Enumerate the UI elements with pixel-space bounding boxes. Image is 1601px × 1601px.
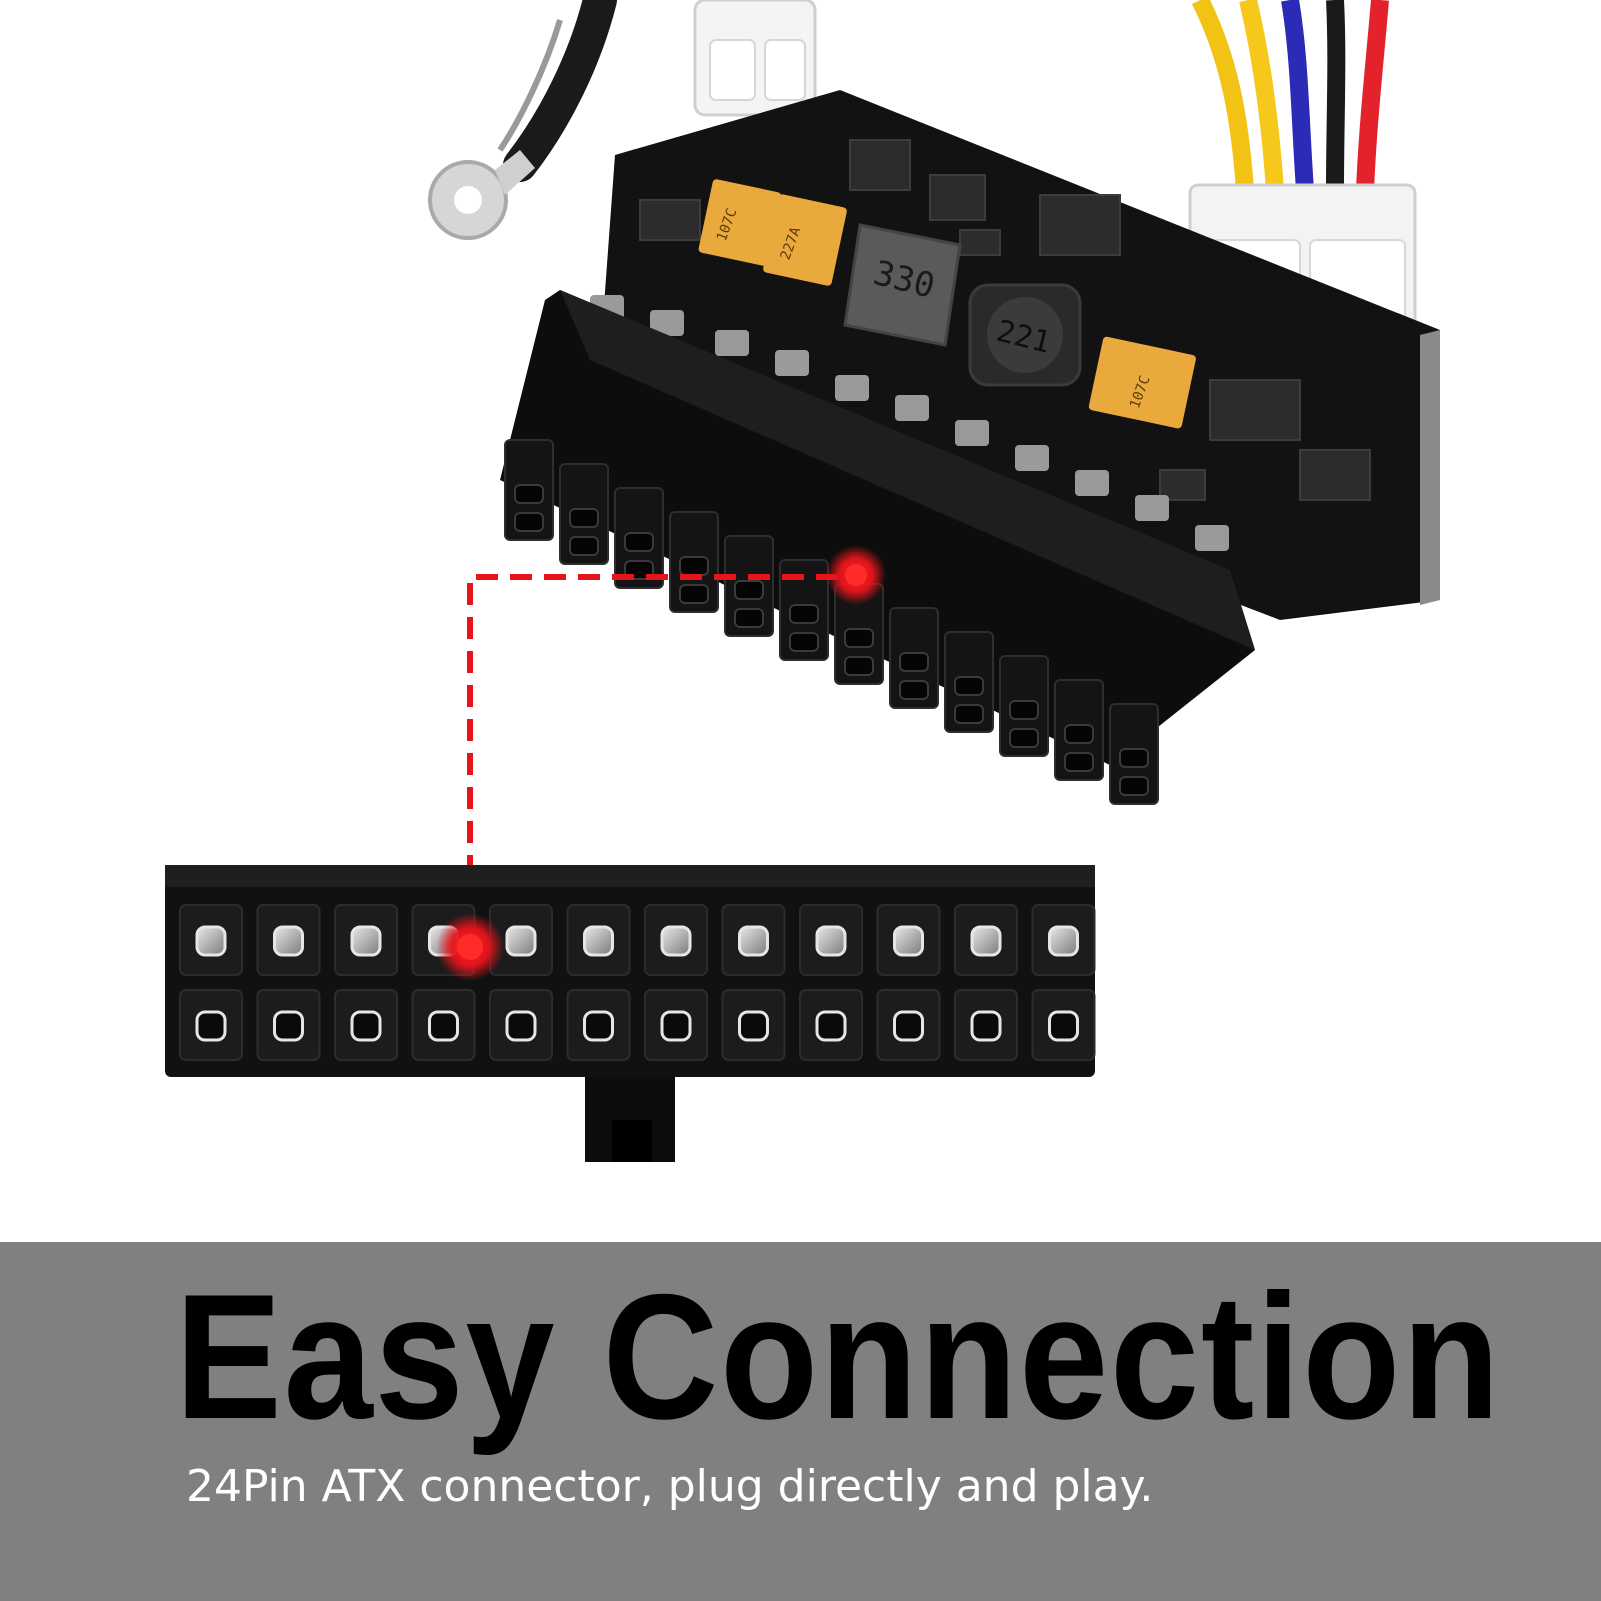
- front-pin-hole: [273, 925, 304, 957]
- pin-highlight-dot-bottom: [436, 913, 504, 981]
- front-pin-hole: [893, 1010, 924, 1042]
- ring-terminal-icon: [428, 150, 535, 240]
- header-pin-hole: [899, 652, 929, 672]
- front-pin-hole: [970, 1010, 1002, 1042]
- front-pin-hole: [505, 925, 537, 957]
- front-pin-hole: [583, 925, 614, 957]
- front-pin-hole: [738, 1010, 769, 1042]
- front-pin-hole: [738, 925, 769, 957]
- header-pin-hole: [954, 676, 984, 696]
- header-pin-hole: [789, 632, 819, 652]
- front-pin-hole: [1048, 925, 1079, 957]
- header-pin-hole: [569, 508, 599, 528]
- header-pin-hole: [1119, 776, 1149, 796]
- header-pin-hole: [514, 512, 544, 532]
- front-pin-grid: [179, 904, 1096, 1061]
- front-pin-hole: [428, 1010, 459, 1042]
- front-pin-hole: [350, 925, 382, 957]
- front-pin-hole: [583, 1010, 614, 1042]
- header-pin-hole: [679, 584, 709, 604]
- front-pin-hole: [815, 925, 847, 957]
- front-pin-hole: [350, 1010, 382, 1042]
- front-pin-hole: [1048, 1010, 1079, 1042]
- front-pin-hole: [815, 1010, 847, 1042]
- capacitor-1: 107C: [698, 179, 782, 266]
- dashed-guide-line: [467, 574, 838, 925]
- top-white-connector: [693, 0, 817, 117]
- header-pin-hole: [569, 536, 599, 556]
- header-pin-hole: [1009, 728, 1039, 748]
- caption-banner: [0, 1242, 1601, 1601]
- header-pin-hole: [514, 484, 544, 504]
- front-pin-hole: [893, 925, 924, 957]
- header-pin-hole: [624, 532, 654, 552]
- header-pin-hole: [789, 604, 819, 624]
- subline: 24Pin ATX connector, plug directly and p…: [186, 1461, 1154, 1512]
- front-pin-hole: [660, 925, 692, 957]
- header-pin-hole: [679, 556, 709, 576]
- product-illustration: 107C 227A 107C 330 221: [165, 0, 1440, 1162]
- capacitor-2: 227A: [763, 194, 847, 286]
- inductor-2: 221: [968, 283, 1082, 387]
- header-pin-hole: [844, 628, 874, 648]
- front-pin-hole: [195, 1010, 227, 1042]
- header-pin-hole: [1064, 752, 1094, 772]
- board-24pin-header: [500, 290, 1255, 805]
- front-24pin-connector: [165, 865, 1096, 1162]
- pin-highlight-dot-top: [826, 545, 886, 605]
- front-pin-hole: [505, 1010, 537, 1042]
- pcb-board: 107C 227A 107C 330 221: [590, 90, 1440, 620]
- header-pin-hole: [1064, 724, 1094, 744]
- capacitor-3: 107C: [1088, 336, 1196, 429]
- header-pin-hole: [1119, 748, 1149, 768]
- front-pin-hole: [970, 925, 1002, 957]
- header-pin-hole: [734, 608, 764, 628]
- inductor-1: 330: [843, 223, 962, 347]
- front-pin-hole: [273, 1010, 304, 1042]
- header-pin-hole: [954, 704, 984, 724]
- headline: Easy Connection: [175, 1257, 1502, 1456]
- ring-terminal-cable: [428, 0, 617, 240]
- header-pin-hole: [1009, 700, 1039, 720]
- header-pin-hole: [734, 580, 764, 600]
- header-pin-hole: [899, 680, 929, 700]
- header-pin-hole: [844, 656, 874, 676]
- front-pin-hole: [660, 1010, 692, 1042]
- power-wires: [1191, 0, 1389, 191]
- header-pin-columns: [504, 439, 1159, 805]
- front-pin-hole: [195, 925, 227, 957]
